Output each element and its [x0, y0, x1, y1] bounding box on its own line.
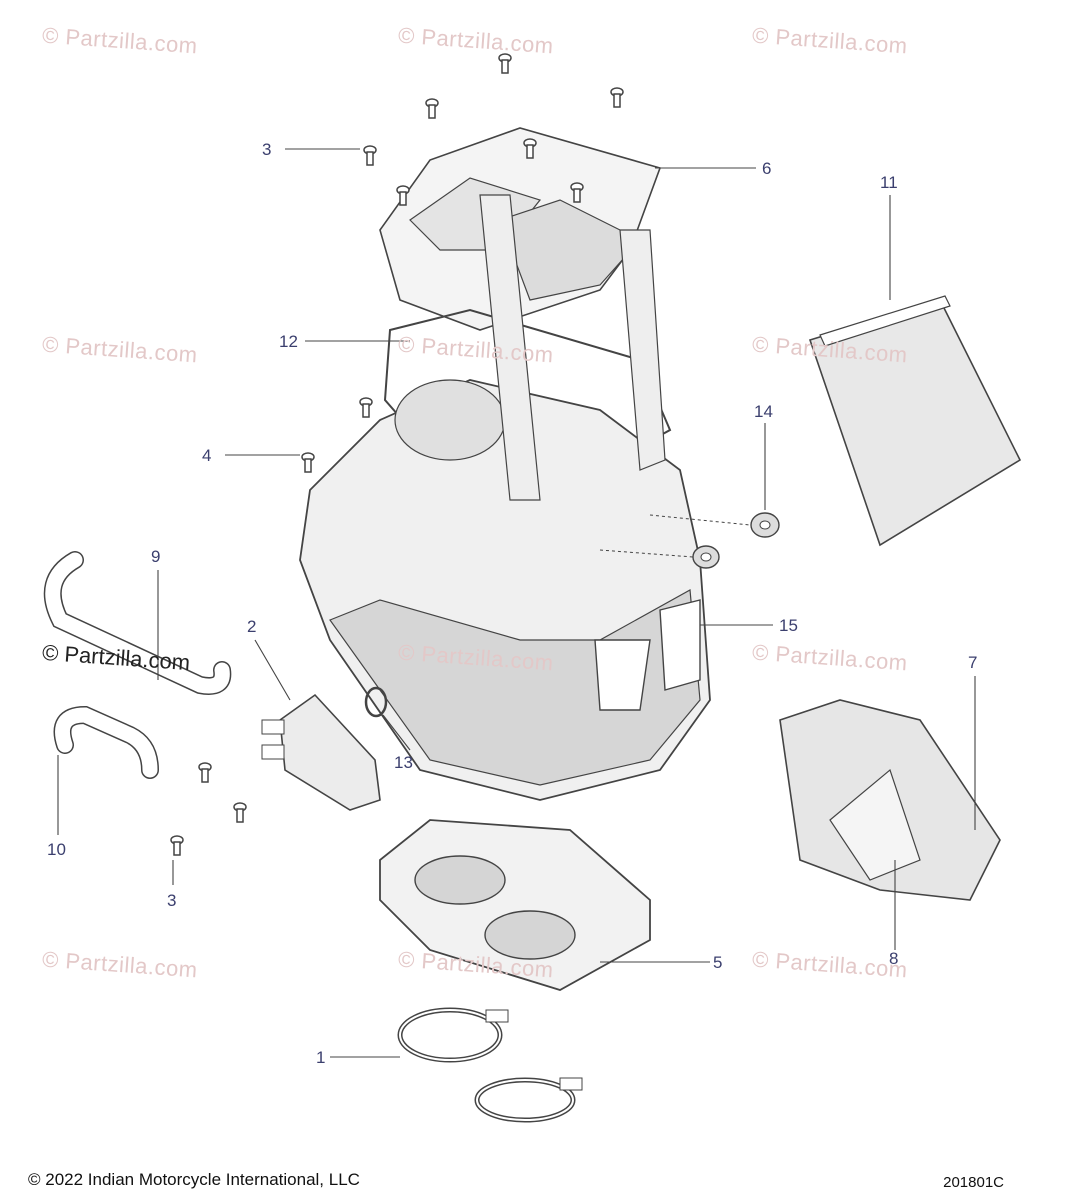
callout-12: 12: [279, 332, 298, 351]
callout-3-bottom: 3: [167, 891, 177, 910]
air-filter: [808, 295, 1022, 547]
airbox-body: [299, 194, 711, 801]
callout-3-top: 3: [262, 140, 272, 159]
callout-15: 15: [779, 616, 798, 635]
intake-duct: [779, 699, 1001, 901]
leader-lines: [57, 148, 976, 1058]
callout-1: 1: [316, 1048, 326, 1067]
hose-clamps: [397, 1007, 583, 1123]
callout-8: 8: [889, 949, 899, 968]
callout-2: 2: [247, 617, 257, 636]
callout-10: 10: [47, 840, 66, 859]
callout-7: 7: [968, 653, 978, 672]
callout-6: 6: [762, 159, 772, 178]
callout-13: 13: [394, 753, 413, 772]
callout-5: 5: [713, 953, 723, 972]
callout-14: 14: [754, 402, 773, 421]
side-cover-plate: [261, 693, 381, 811]
callout-4: 4: [202, 446, 212, 465]
callout-11: 11: [880, 173, 898, 192]
grommets: [599, 512, 780, 569]
o-ring: [364, 686, 388, 718]
diagram-id: 201801C: [943, 1174, 1004, 1191]
callout-9: 9: [151, 547, 161, 566]
copyright-notice: © 2022 Indian Motorcycle International, …: [28, 1170, 360, 1189]
intake-plate: [379, 819, 651, 991]
